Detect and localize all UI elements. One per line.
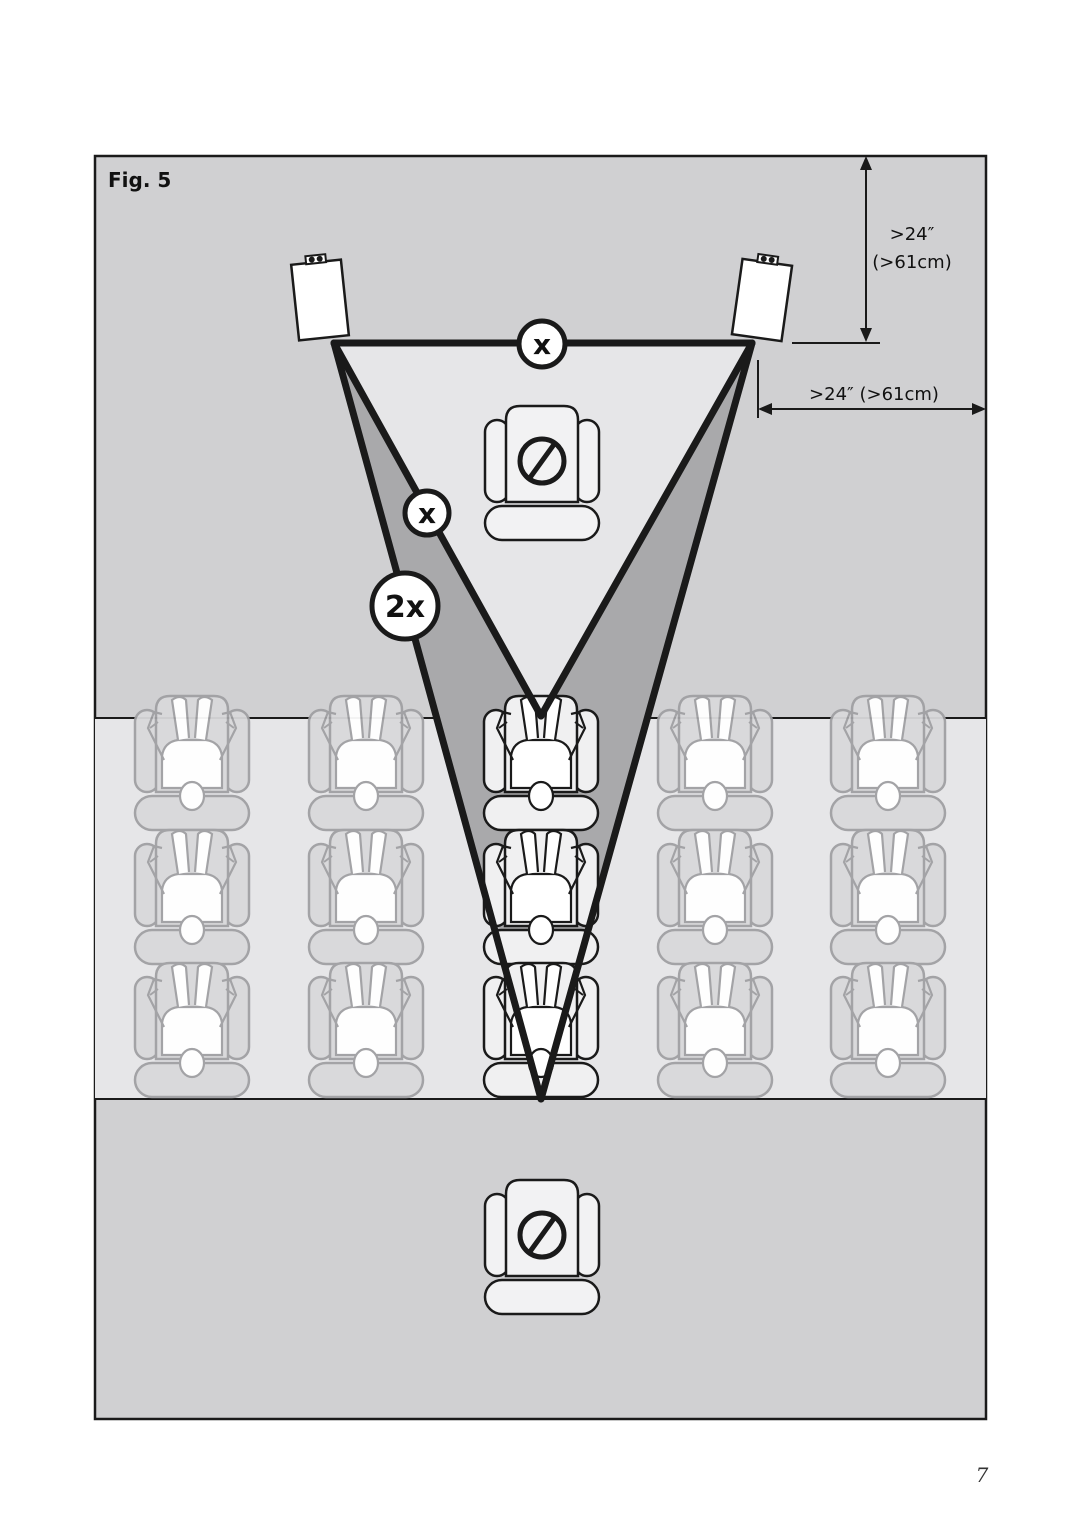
svg-text:2x: 2x [385,590,425,625]
seat-person-icon [307,694,425,832]
vertical-dimension [792,156,880,344]
svg-text:x: x [533,328,551,361]
no-seat-icon [485,406,599,540]
seat-person-icon [133,694,251,832]
seat-person-icon [656,694,774,832]
seat-person-icon [829,828,947,966]
seat-person-icon [656,828,774,966]
seat-person-icon [307,828,425,966]
seat-person-icon [656,961,774,1099]
horizontal-dimension [757,360,986,418]
seat-person-icon [307,961,425,1099]
horizontal-dimension-label: >24″ (>61cm) [809,384,939,405]
svg-text:x: x [418,497,436,530]
seat-person-icon [829,694,947,832]
figure-label: Fig. 5 [108,168,171,192]
speaker-right-icon [730,252,794,343]
vertical-dimension-label-line1: >24″ [890,224,935,245]
seat-person-icon [133,961,251,1099]
page-number: 7 [976,1463,989,1487]
audience-seats-active [482,694,600,1099]
seat-person-icon [829,961,947,1099]
listener-seat-icon [482,961,600,1099]
vertical-dimension-label-line2: (>61cm) [872,252,951,273]
seat-person-icon [133,828,251,966]
no-seat-icon [485,1180,599,1314]
speaker-left-icon [289,253,351,342]
front-distance-badge: x [516,318,568,370]
side-distance-badge: x [402,488,452,538]
double-distance-badge: 2x [369,570,441,642]
